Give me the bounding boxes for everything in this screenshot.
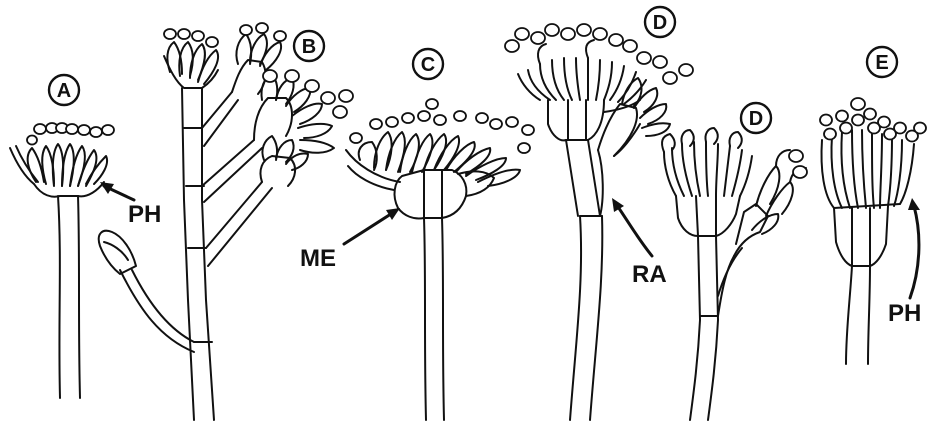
panel-badge-a: A: [49, 75, 79, 105]
stipe-e: [846, 266, 870, 364]
structure-c: [346, 99, 534, 420]
side-branch-d-upper: [598, 78, 670, 156]
label-ph-e: PH: [888, 300, 921, 327]
stipe-d-lower: [690, 236, 742, 420]
phialides-a: [10, 144, 107, 186]
head-b3: [260, 136, 308, 186]
panel-badge-b: B: [294, 31, 324, 61]
structure-d-lower: [662, 128, 807, 420]
label-ph-a: PH: [128, 201, 161, 228]
panel-badge-d-upper: D: [645, 7, 675, 37]
structure-d-upper: [505, 24, 693, 420]
metulae-c: [395, 170, 494, 219]
phialides-c: [346, 132, 520, 190]
apex-head-b: [164, 29, 218, 88]
label-ra: RA: [632, 261, 667, 288]
panel-badge-c: C: [413, 49, 443, 79]
head-b2: [254, 70, 353, 153]
stipe-c: [424, 218, 444, 420]
panel-letter-c: C: [421, 54, 435, 76]
structure-a: [10, 123, 114, 398]
arrow-ph-a: [100, 182, 134, 200]
panel-badge-d-lower: D: [741, 103, 771, 133]
lateral-branch-b: [99, 231, 194, 352]
spores-a: [27, 123, 114, 145]
panel-letter-a: A: [57, 80, 71, 102]
stipe-a: [58, 196, 80, 398]
arrow-ra: [612, 198, 652, 256]
panel-letter-e: E: [875, 52, 888, 74]
spores-d-lower: [789, 150, 807, 178]
arrow-me: [344, 208, 400, 244]
phialides-e: [822, 130, 915, 208]
panel-letter-d-lower: D: [749, 108, 763, 130]
panel-letter-b: B: [302, 36, 316, 58]
arrow-ph-e: [908, 198, 920, 298]
panel-badge-e: E: [867, 47, 897, 77]
head-b1: [232, 23, 286, 94]
panel-letter-d-upper: D: [653, 12, 667, 34]
label-me: ME: [300, 245, 336, 272]
metulae-e: [834, 206, 888, 266]
stipe-d-upper: [566, 140, 603, 420]
